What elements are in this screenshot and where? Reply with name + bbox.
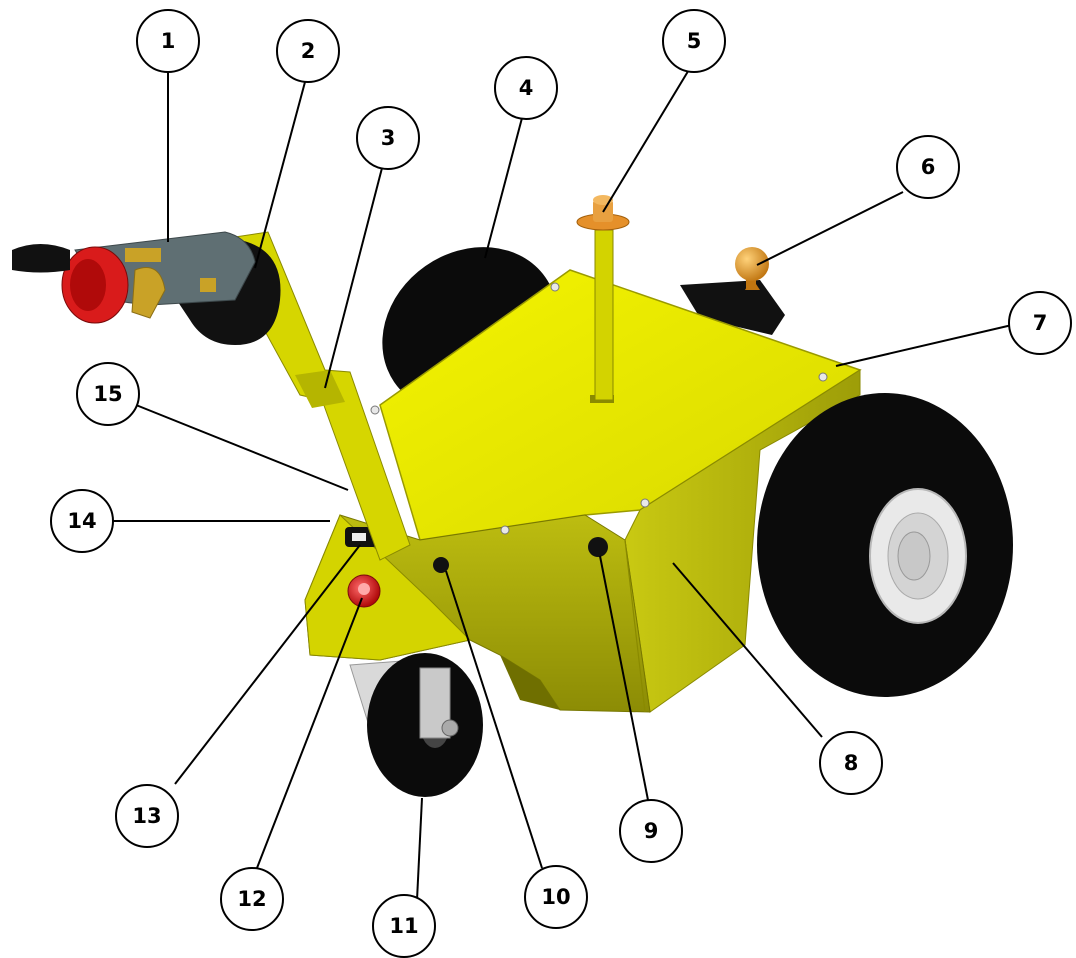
callout-3: 3 [357,107,419,169]
callout-5: 5 [663,10,725,72]
callout-7: 7 [1009,292,1071,354]
side-knob [588,537,608,557]
svg-text:10: 10 [541,885,570,909]
svg-text:2: 2 [301,39,316,63]
svg-text:6: 6 [921,155,936,179]
svg-text:14: 14 [67,509,96,533]
control-handle [12,232,281,345]
callout-11: 11 [373,895,435,957]
svg-text:1: 1 [161,29,176,53]
callout-14: 14 [51,490,113,552]
callout-6: 6 [897,136,959,198]
callout-8: 8 [820,732,882,794]
svg-text:3: 3 [381,126,396,150]
callout-1: 1 [137,10,199,72]
front-right-wheel [757,393,1013,697]
callout-9: 9 [620,800,682,862]
svg-text:7: 7 [1033,311,1048,335]
callout-12: 12 [221,868,283,930]
black-button [433,557,449,573]
callout-15: 15 [77,363,139,425]
svg-text:8: 8 [844,751,859,775]
callout-13: 13 [116,785,178,847]
svg-text:13: 13 [132,804,161,828]
caster-wheel [350,653,483,797]
callout-10: 10 [525,866,587,928]
callout-4: 4 [495,57,557,119]
svg-text:9: 9 [644,819,659,843]
svg-text:4: 4 [519,76,534,100]
svg-text:5: 5 [687,29,702,53]
svg-text:11: 11 [389,914,418,938]
callout-2: 2 [277,20,339,82]
svg-text:15: 15 [93,382,122,406]
svg-text:12: 12 [237,887,266,911]
